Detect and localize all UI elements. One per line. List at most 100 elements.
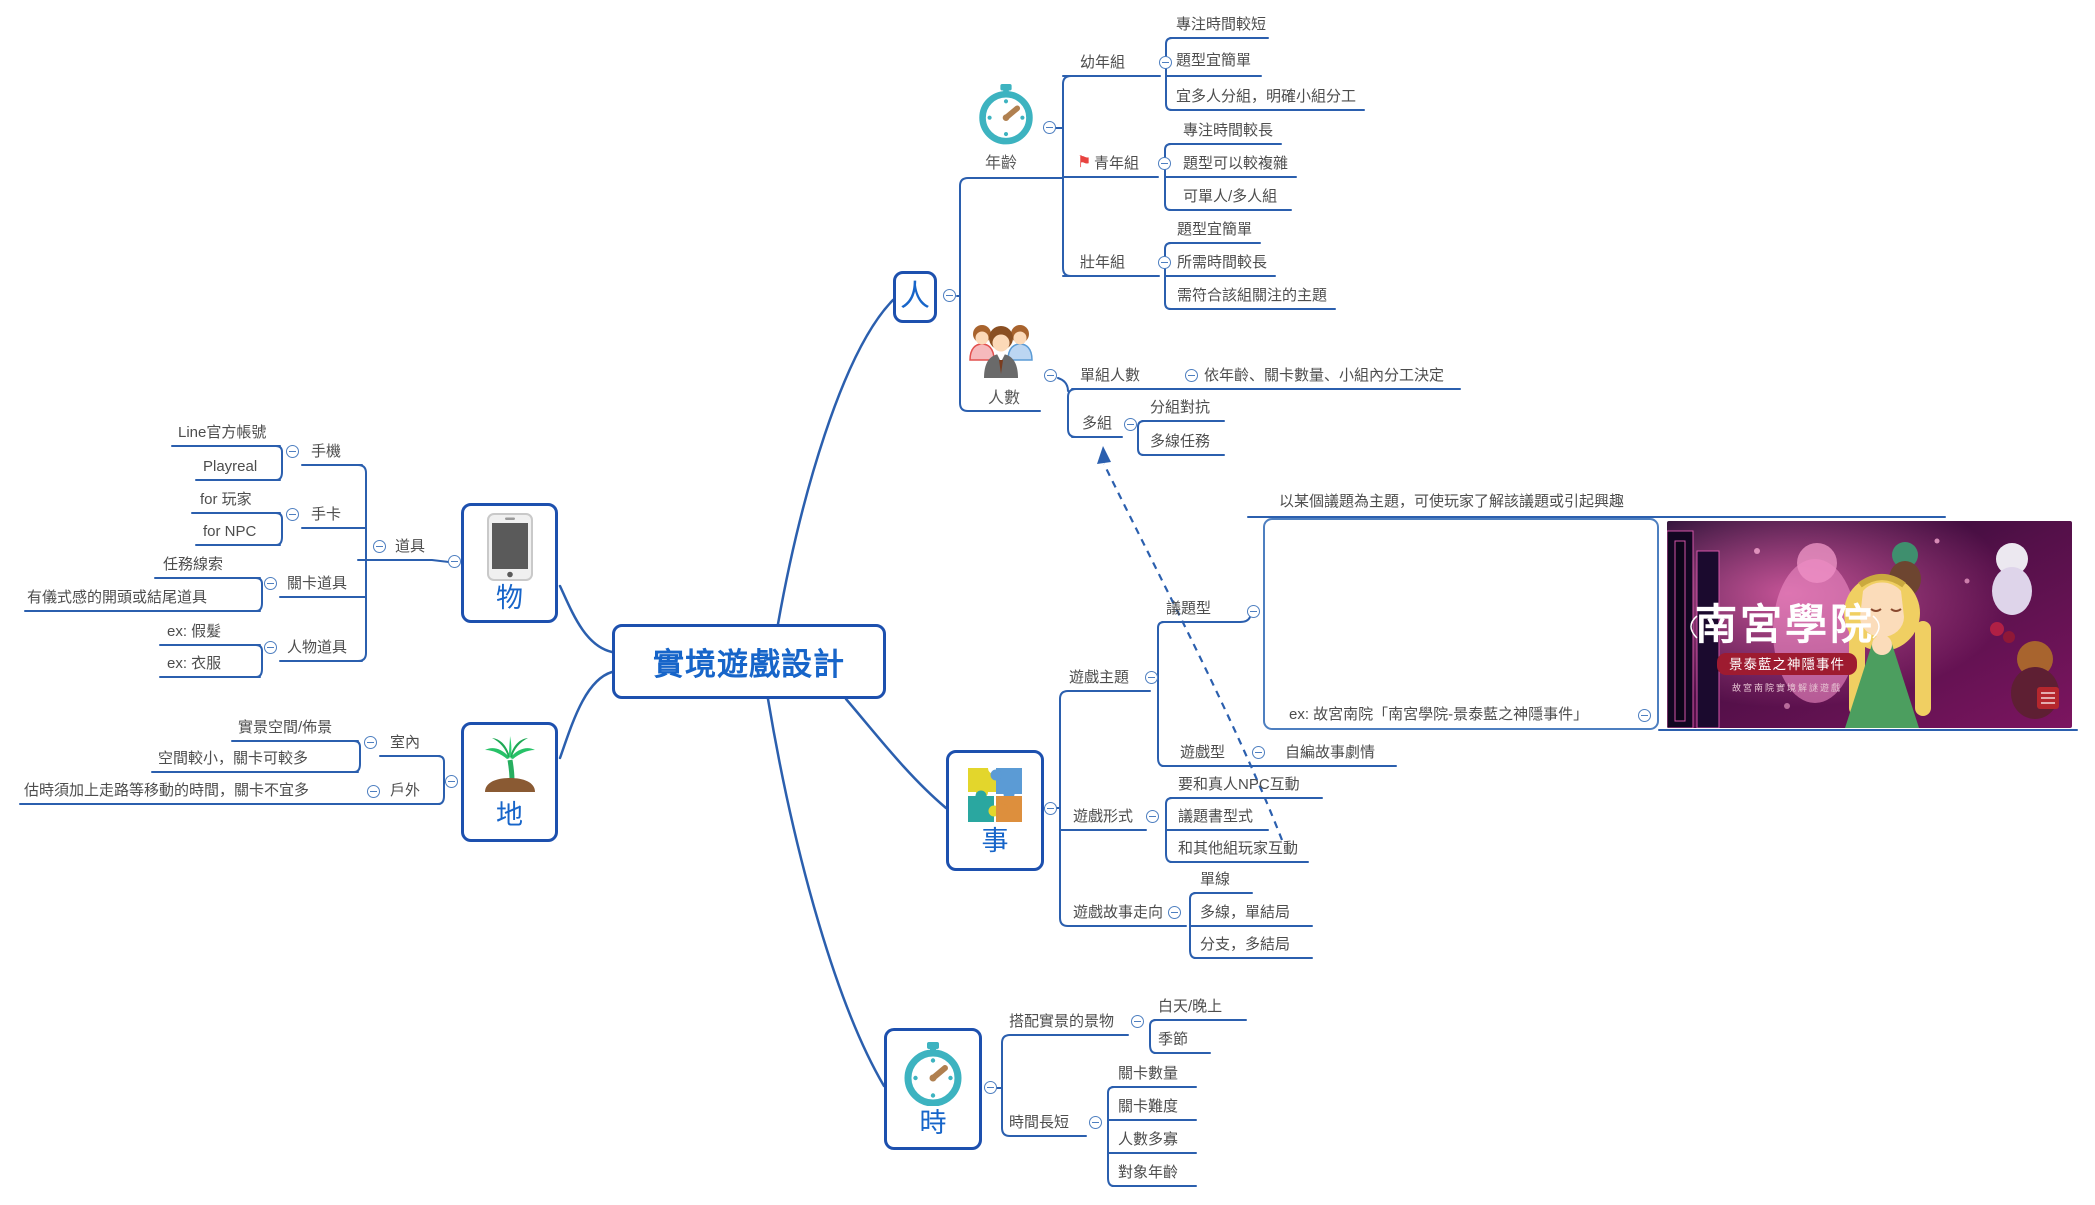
collapse-badge-outdoor[interactable]: [367, 785, 380, 798]
topic-multi-group[interactable]: 多組: [1082, 415, 1113, 432]
topic-junior[interactable]: 幼年組: [1080, 54, 1126, 71]
collapse-badge-duration[interactable]: [1089, 1116, 1102, 1129]
topic-direction-item-1[interactable]: 多線，單結局: [1200, 904, 1291, 921]
collapse-badge-events[interactable]: [1044, 802, 1057, 815]
topic-stage-props[interactable]: 關卡道具: [287, 575, 348, 592]
topic-youth-item-0[interactable]: 專注時間較長: [1183, 122, 1274, 139]
topic-scenery-item-1[interactable]: 季節: [1158, 1031, 1189, 1048]
collapse-badge-single-group[interactable]: [1185, 369, 1198, 382]
topic-costume-props[interactable]: 人物道具: [287, 639, 348, 656]
topic-phone[interactable]: 手機: [311, 443, 342, 460]
topic-stage-item-1[interactable]: 有儀式感的開頭或結尾道具: [27, 589, 208, 606]
collapse-badge-issue-example[interactable]: [1638, 709, 1651, 722]
topic-junior-item-1[interactable]: 題型宜簡單: [1176, 52, 1252, 69]
topic-card-item-1[interactable]: for NPC: [203, 523, 257, 540]
topic-direction-item-0[interactable]: 單線: [1200, 871, 1231, 888]
poster-subtitle: 景泰藍之神隱事件: [1729, 657, 1845, 672]
stopwatch-icon: [979, 83, 1033, 145]
topic-story-direction[interactable]: 遊戲故事走向: [1073, 904, 1164, 921]
collapse-badge-phone[interactable]: [286, 445, 299, 458]
collapse-badge-scenery[interactable]: [1131, 1015, 1144, 1028]
node-time[interactable]: 時: [884, 1028, 982, 1150]
poster-image[interactable]: 南宮學院 景泰藍之神隱事件 故宮南院實境解謎遊戲: [1667, 521, 2072, 728]
subtopic-age-label[interactable]: 年齡: [985, 155, 1018, 172]
topic-game-type[interactable]: 遊戲型: [1180, 744, 1226, 761]
topic-senior-item-1[interactable]: 所需時間較長: [1177, 254, 1268, 271]
topic-card-item-0[interactable]: for 玩家: [200, 491, 252, 508]
topic-single-group-note[interactable]: 依年齡、關卡數量、小組內分工決定: [1204, 367, 1445, 384]
node-events[interactable]: 事: [946, 750, 1044, 871]
topic-senior-item-0[interactable]: 題型宜簡單: [1177, 221, 1253, 238]
topic-junior-item-0[interactable]: 專注時間較短: [1176, 16, 1267, 33]
topic-junior-item-2[interactable]: 宜多人分組，明確小組分工: [1176, 88, 1357, 105]
collapse-badge-form[interactable]: [1146, 810, 1159, 823]
stopwatch-icon: [904, 1042, 962, 1106]
topic-single-group[interactable]: 單組人數: [1080, 367, 1141, 384]
topic-scenery[interactable]: 搭配實景的景物: [1009, 1013, 1115, 1030]
topic-indoor-item-0[interactable]: 實景空間/佈景: [238, 719, 333, 736]
topic-issue-type[interactable]: 議題型: [1166, 600, 1212, 617]
node-place[interactable]: 地: [461, 722, 558, 842]
topic-card[interactable]: 手卡: [311, 506, 342, 523]
topic-multi-item-0[interactable]: 分組對抗: [1150, 399, 1211, 416]
topic-issue-desc[interactable]: 以某個議題為主題，可使玩家了解該議題或引起興趣: [1279, 493, 1625, 510]
collapse-badge-props[interactable]: [373, 540, 386, 553]
issue-example-box[interactable]: [1263, 518, 1659, 730]
topic-direction-item-2[interactable]: 分支，多結局: [1200, 936, 1291, 953]
topic-phone-item-1[interactable]: Playreal: [203, 458, 258, 475]
topic-issue-example[interactable]: ex: 故宮南院「南宮學院-景泰藍之神隱事件」: [1289, 706, 1589, 723]
collapse-badge-junior[interactable]: [1159, 56, 1172, 69]
collapse-badge-multi-group[interactable]: [1124, 418, 1137, 431]
topic-indoor[interactable]: 室內: [390, 734, 421, 751]
topic-senior[interactable]: 壯年組: [1080, 254, 1126, 271]
topic-form-item-2[interactable]: 和其他組玩家互動: [1178, 840, 1299, 857]
topic-duration-item-3[interactable]: 對象年齡: [1118, 1164, 1179, 1181]
collapse-badge-theme[interactable]: [1145, 671, 1158, 684]
topic-youth-item-1[interactable]: 題型可以較複雜: [1183, 155, 1289, 172]
subtopic-count-label[interactable]: 人數: [988, 390, 1021, 407]
topic-costume-item-1[interactable]: ex: 衣服: [167, 655, 222, 672]
topic-game-form[interactable]: 遊戲形式: [1073, 808, 1134, 825]
topic-outdoor-note[interactable]: 估時須加上走路等移動的時間，關卡不宜多: [24, 782, 310, 799]
topic-outdoor[interactable]: 戶外: [390, 782, 421, 799]
collapse-badge-people[interactable]: [943, 289, 956, 302]
collapse-badge-indoor[interactable]: [364, 736, 377, 749]
topic-game-theme[interactable]: 遊戲主題: [1069, 669, 1130, 686]
collapse-badge-count[interactable]: [1044, 369, 1057, 382]
collapse-badge-senior[interactable]: [1158, 256, 1171, 269]
collapse-badge-age[interactable]: [1043, 121, 1056, 134]
topic-youth[interactable]: 青年組: [1094, 155, 1140, 172]
topic-form-item-1[interactable]: 議題書型式: [1178, 808, 1254, 825]
collapse-badge-youth[interactable]: [1158, 157, 1171, 170]
node-things-label: 物: [496, 583, 523, 613]
topic-props[interactable]: 道具: [395, 538, 426, 555]
collapse-badge-place[interactable]: [445, 775, 458, 788]
topic-phone-item-0[interactable]: Line官方帳號: [178, 424, 267, 441]
node-things[interactable]: 物: [461, 503, 558, 623]
topic-senior-item-2[interactable]: 需符合該組關注的主題: [1177, 287, 1328, 304]
collapse-badge-stage[interactable]: [264, 577, 277, 590]
topic-indoor-item-1[interactable]: 空間較小，關卡可較多: [158, 750, 309, 767]
topic-scenery-item-0[interactable]: 白天/晚上: [1158, 998, 1223, 1015]
topic-duration[interactable]: 時間長短: [1009, 1114, 1070, 1131]
topic-costume-item-0[interactable]: ex: 假髮: [167, 623, 222, 640]
node-events-label: 事: [981, 825, 1009, 856]
collapse-badge-things[interactable]: [448, 555, 461, 568]
central-topic[interactable]: 實境遊戲設計: [612, 624, 886, 699]
topic-duration-item-1[interactable]: 關卡難度: [1118, 1098, 1179, 1115]
node-people[interactable]: 人: [893, 271, 937, 323]
topic-game-type-note[interactable]: 自編故事劇情: [1285, 744, 1376, 761]
relationship-arrow[interactable]: [1103, 463, 1284, 841]
topic-duration-item-2[interactable]: 人數多寡: [1118, 1131, 1179, 1148]
topic-duration-item-0[interactable]: 關卡數量: [1118, 1065, 1179, 1082]
collapse-badge-costume[interactable]: [264, 641, 277, 654]
topic-form-item-0[interactable]: 要和真人NPC互動: [1178, 776, 1300, 793]
collapse-badge-direction[interactable]: [1168, 906, 1181, 919]
collapse-badge-issue[interactable]: [1247, 605, 1260, 618]
topic-stage-item-0[interactable]: 任務線索: [163, 556, 224, 573]
collapse-badge-game-type[interactable]: [1252, 746, 1265, 759]
collapse-badge-card[interactable]: [286, 508, 299, 521]
topic-multi-item-1[interactable]: 多線任務: [1150, 433, 1211, 450]
collapse-badge-time[interactable]: [984, 1081, 997, 1094]
topic-youth-item-2[interactable]: 可單人/多人組: [1183, 188, 1278, 205]
